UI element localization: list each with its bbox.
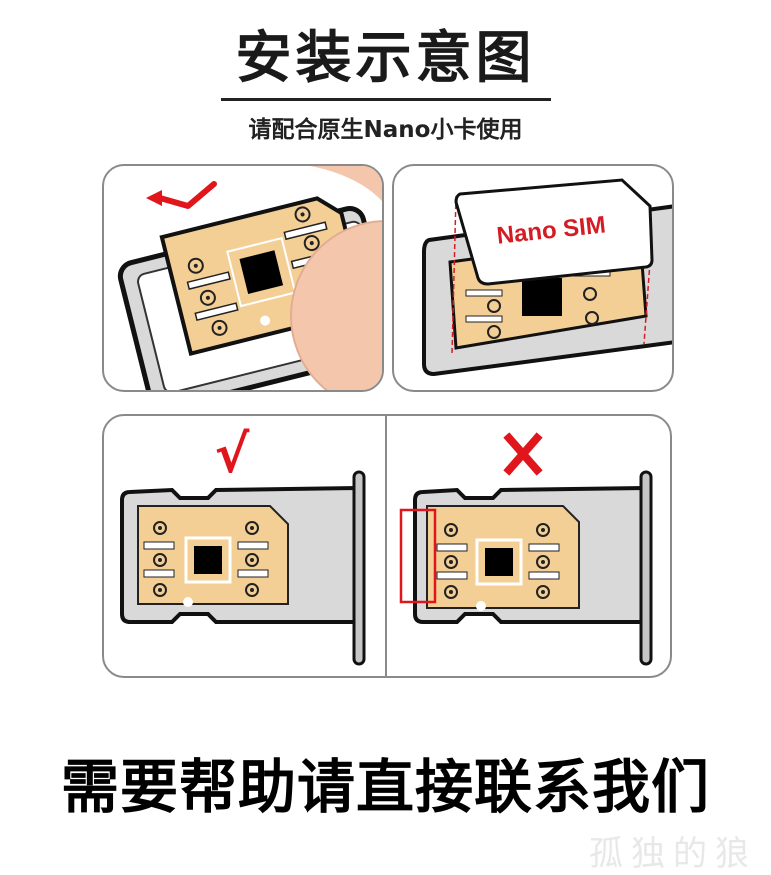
panel-divider (385, 414, 387, 678)
incorrect-placement-illustration (399, 432, 653, 666)
step-2-panel: Nano SIM (392, 164, 674, 392)
correct-check-icon: √ (215, 425, 250, 485)
step-4-incorrect-panel (387, 414, 672, 678)
help-contact-text: 需要帮助请直接联系我们 (60, 753, 710, 821)
watermark: 孤独的狼 (589, 834, 757, 874)
step-1-panel (102, 164, 384, 392)
step-3-correct-panel: √ (102, 414, 385, 678)
error-highlight-box (399, 508, 437, 604)
insert-arrow-icon (157, 181, 217, 209)
page-title: 安装示意图 (235, 26, 536, 91)
nano-sim-place-illustration: Nano SIM (422, 178, 672, 377)
incorrect-x-icon (503, 432, 543, 476)
correct-placement-illustration: √ (120, 425, 366, 666)
title-underline (221, 98, 551, 101)
sim-sticker-insert-illustration (117, 166, 382, 390)
page-subtitle: 请配合原生Nano小卡使用 (248, 117, 523, 143)
